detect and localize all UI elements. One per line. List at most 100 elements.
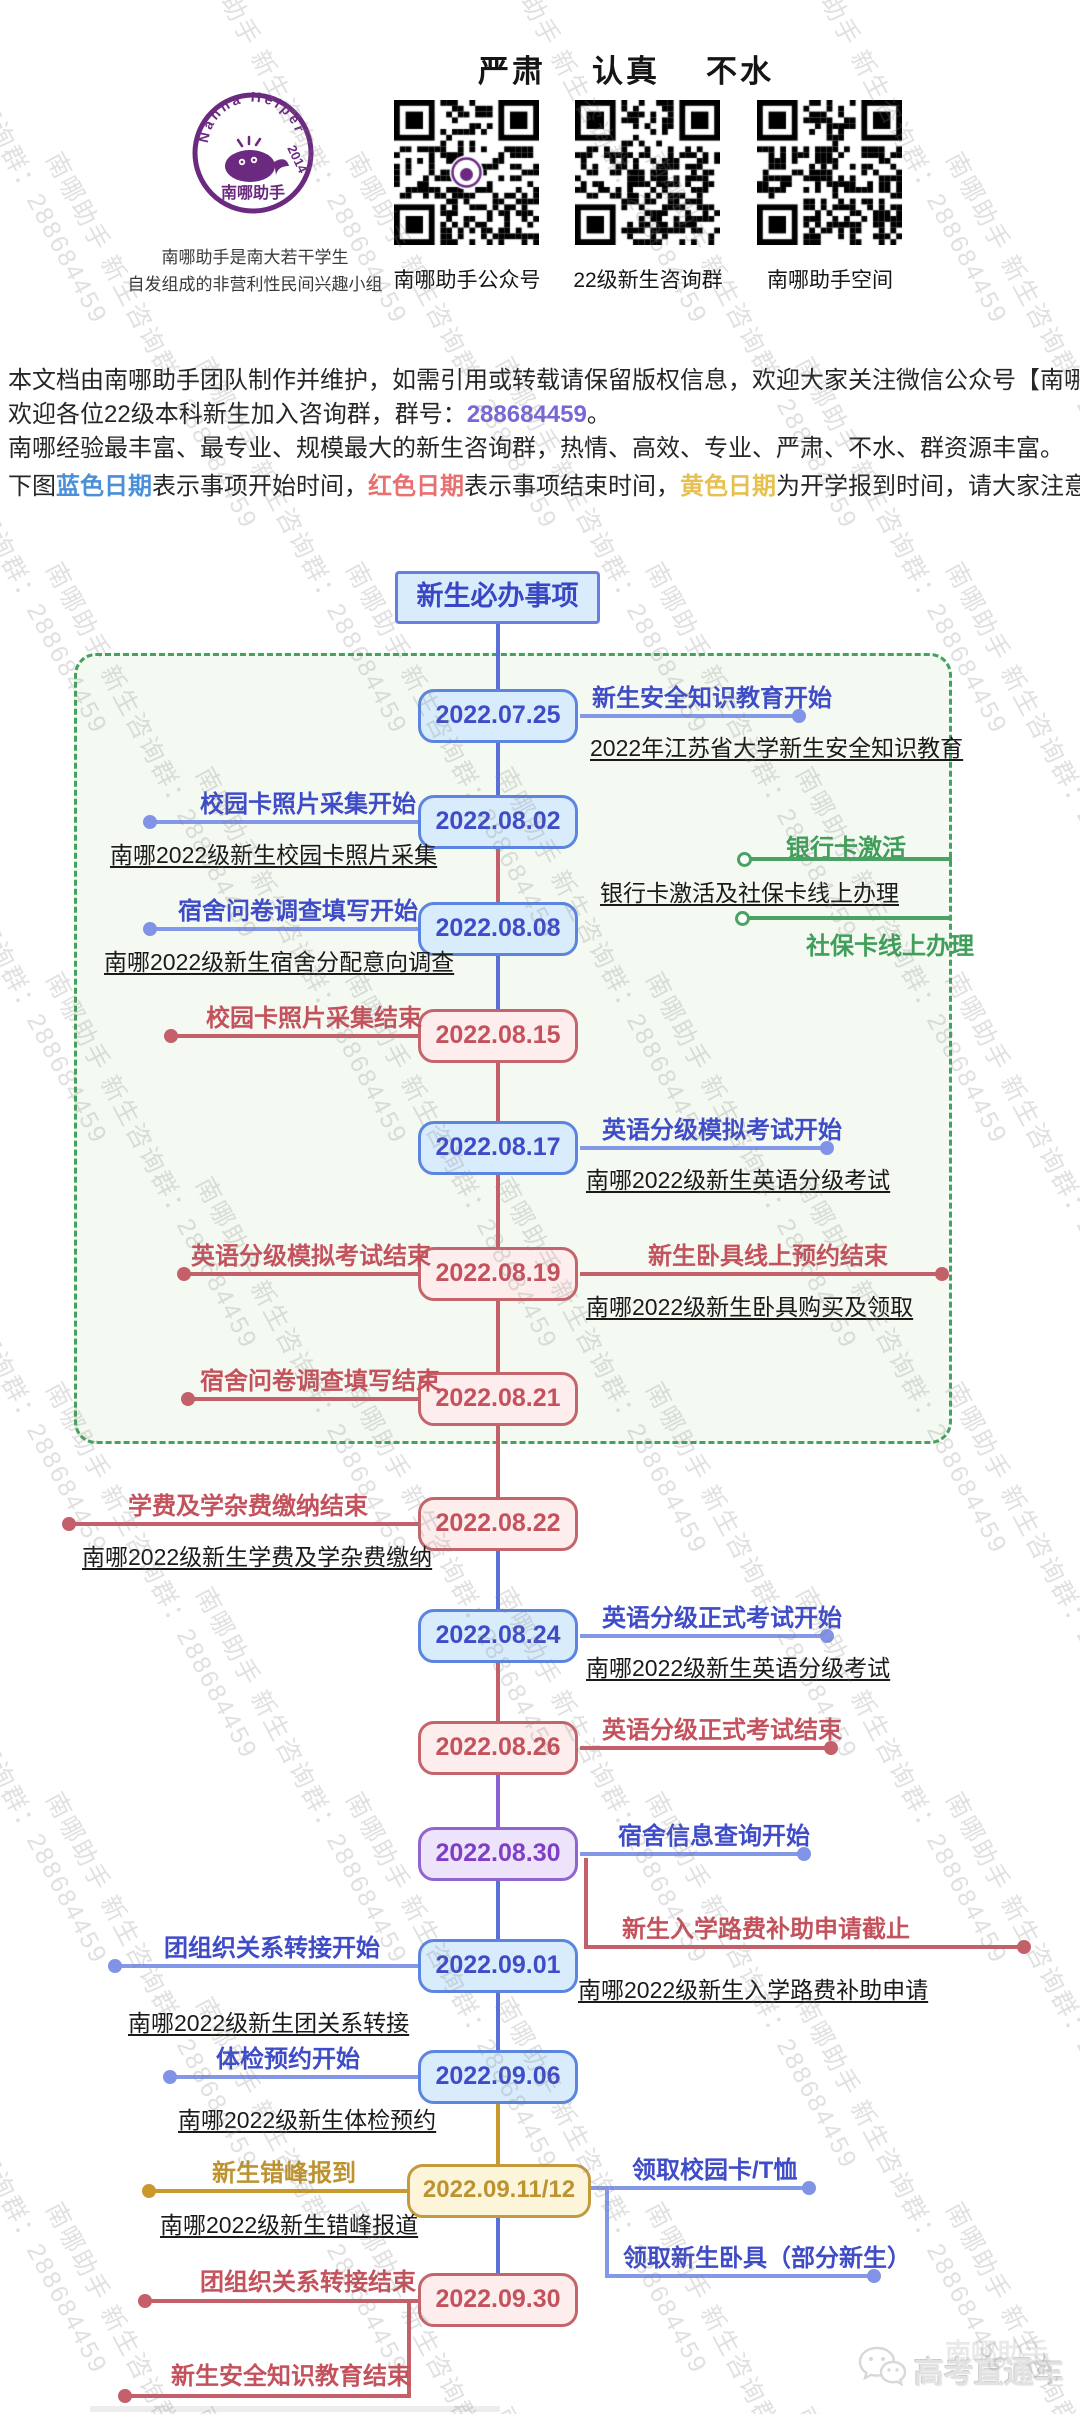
event-label: 校园卡照片采集开始	[200, 791, 416, 818]
branch-line	[580, 1634, 827, 1638]
branch-line	[170, 2075, 418, 2079]
event-link[interactable]: 南哪2022级新生入学路费补助申请	[578, 1977, 929, 2003]
branch-line	[150, 820, 418, 824]
legend-prefix: 下图	[8, 473, 56, 500]
date-box-2022-08-17: 2022.08.17	[418, 1121, 578, 1175]
date-box-2022-09-06: 2022.09.06	[418, 2050, 578, 2104]
branch-line	[580, 1746, 831, 1750]
date-box-2022-08-26: 2022.08.26	[418, 1721, 578, 1775]
watermark-text: 南哪助手 新生咨询群：288684459	[939, 1787, 1080, 2174]
timeline-segment	[496, 2102, 500, 2166]
branch-dot	[108, 1959, 122, 1973]
branch-line	[125, 2394, 411, 2398]
watermark-text: 南哪助手 新生咨询群：288684459	[0, 1993, 113, 2379]
watermark-text: 南哪助手 新生咨询群：288684459	[789, 1992, 1013, 2379]
event-link[interactable]: 南哪2022级新生英语分级考试	[586, 1655, 891, 1681]
event-label: 团组织关系转接开始	[164, 1935, 380, 1962]
branch-dot	[143, 815, 157, 829]
event-link[interactable]: 南哪2022级新生宿舍分配意向调查	[104, 949, 455, 975]
event-label: 英语分级正式考试开始	[602, 1605, 842, 1632]
date-box-2022-08-19: 2022.08.19	[418, 1247, 578, 1301]
event-link[interactable]: 2022年江苏省大学新生安全知识教育	[590, 735, 964, 761]
logo-caption-line2: 自发组成的非营利性民间兴趣小组	[127, 275, 383, 294]
event-label-social-card: 社保卡线上办理	[806, 933, 974, 960]
date-box-2022-08-22: 2022.08.22	[418, 1497, 578, 1551]
timeline-segment	[496, 2216, 500, 2275]
event-label: 英语分级正式考试结束	[602, 1717, 842, 1744]
slogan-earnest: 认真	[592, 54, 660, 89]
branch-dot	[797, 1847, 811, 1861]
green-dashed-container	[74, 653, 952, 1444]
legend-red-date: 红色日期	[368, 473, 464, 500]
timeline-segment	[496, 741, 500, 797]
event-link[interactable]: 南哪2022级新生学费及学杂费缴纳	[82, 1544, 433, 1570]
event-link[interactable]: 南哪2022级新生卧具购买及领取	[586, 1294, 914, 1320]
green-branch-line	[751, 857, 952, 861]
event-label: 宿舍问卷调查填写结束	[200, 1368, 440, 1395]
wechat-icon	[858, 2346, 907, 2387]
branch-dot	[142, 2184, 156, 2198]
timeline-segment	[496, 1879, 500, 1941]
event-link[interactable]: 南哪2022级新生团关系转接	[128, 2010, 410, 2036]
date-box-2022-09-11-12: 2022.09.11/12	[407, 2164, 591, 2218]
watermark-text: 南哪助手 新生咨询群：288684459	[639, 2197, 863, 2414]
branch-dot	[143, 922, 157, 936]
brand-text: 高考直通车	[914, 2357, 1064, 2390]
event-label: 团组织关系转接结束	[200, 2269, 416, 2296]
branch-line	[584, 1945, 1024, 1949]
event-label: 宿舍信息查询开始	[618, 1823, 810, 1850]
date-box-2022-08-15: 2022.08.15	[418, 1009, 578, 1063]
event-link[interactable]: 南哪2022级新生校园卡照片采集	[110, 842, 438, 868]
bottom-strip	[90, 2406, 500, 2412]
branch-dot	[802, 2181, 816, 2195]
event-label: 体检预约开始	[216, 2046, 360, 2073]
logo-caption-line1: 南哪助手是南大若干学生	[161, 248, 349, 267]
branch-line	[69, 1522, 418, 1526]
branch-line	[149, 2189, 407, 2193]
branch-dot	[1017, 1940, 1031, 1954]
event-link[interactable]: 南哪2022级新生体检预约	[178, 2107, 437, 2133]
branch-line	[580, 714, 798, 718]
branch-dot	[824, 1741, 838, 1755]
event-link[interactable]: 南哪2022级新生英语分级考试	[586, 1167, 891, 1193]
event-link-bank-social[interactable]: 银行卡激活及社保卡线上办理	[600, 880, 899, 906]
event-label: 新生安全知识教育结束	[171, 2363, 411, 2390]
branch-dot	[138, 2294, 152, 2308]
event-label: 学费及学杂费缴纳结束	[128, 1493, 368, 1520]
date-box-2022-07-25: 2022.07.25	[418, 689, 578, 743]
event-label: 英语分级模拟考试结束	[191, 1243, 431, 1270]
date-box-2022-08-02: 2022.08.02	[418, 795, 578, 849]
legend-blue-desc: 表示事项开始时间，	[152, 473, 368, 500]
watermark-text: 南哪助手 新生咨询群：288684459	[0, 0, 113, 329]
ghost-brand-text: 南哪助手	[945, 2338, 1050, 2368]
slogan-row: 严肃 认真 不水	[478, 46, 774, 91]
intro-line2-prefix: 欢迎各位22级本科新生加入咨询群，群号：	[8, 401, 467, 428]
event-link[interactable]: 南哪2022级新生错峰报道	[160, 2212, 419, 2238]
intro-line2-suffix: 。	[586, 401, 611, 428]
branch-elbow-line	[605, 2188, 609, 2278]
legend-yellow-desc: 为开学报到时间，请大家注意哦！	[776, 473, 1080, 500]
event-label: 新生卧具线上预约结束	[648, 1243, 888, 1270]
intro-line-2: 欢迎各位22级本科新生加入咨询群，群号：288684459。	[8, 394, 1078, 429]
timeline-segment	[496, 1299, 500, 1374]
watermark-text: 南哪助手 新生咨询群：288684459	[0, 1583, 113, 1969]
timeline-segment	[496, 954, 500, 1011]
branch-dot	[164, 1029, 178, 1043]
intro-line-3: 南哪经验最丰富、最专业、规模最大的新生咨询群，热情、高效、专业、严肃、不水、群资…	[8, 435, 1064, 462]
event-label: 英语分级模拟考试开始	[602, 1117, 842, 1144]
date-box-2022-08-21: 2022.08.21	[418, 1372, 578, 1426]
watermark-text: 南哪助手 新生咨询群：288684459	[189, 1582, 413, 1969]
branch-dot	[163, 2070, 177, 2084]
timeline-segment	[496, 1173, 500, 1249]
timeline-segment	[496, 622, 500, 691]
timeline-segment	[496, 1424, 500, 1499]
branch-dot	[867, 2269, 881, 2283]
qr-code-freshman-group	[575, 100, 720, 245]
watermark-text: 南哪助手 新生咨询群：288684459	[939, 967, 1080, 1354]
intro-line-1: 本文档由南哪助手团队制作并维护，如需引用或转载请保留版权信息，欢迎大家关注微信公…	[8, 367, 1080, 394]
branch-line	[150, 927, 418, 931]
legend-red-desc: 表示事项结束时间，	[464, 473, 680, 500]
branch-line	[115, 1964, 418, 1968]
branch-line	[580, 1272, 942, 1276]
